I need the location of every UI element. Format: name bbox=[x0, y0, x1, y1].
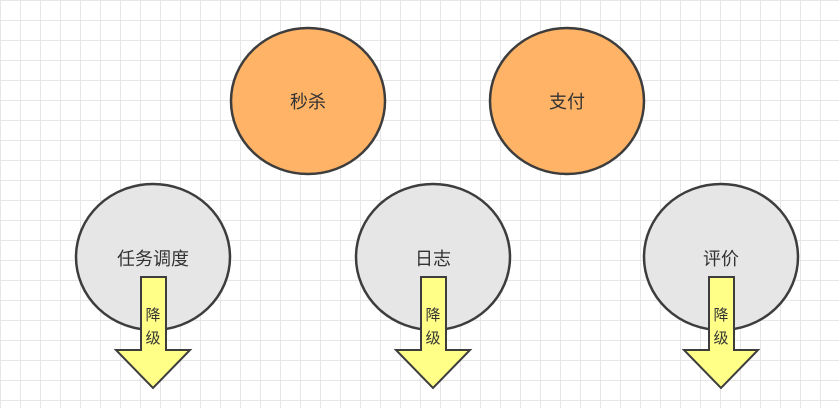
down-arrow-icon bbox=[113, 276, 193, 390]
node-payment-shape bbox=[488, 26, 646, 176]
node-review-label: 评价 bbox=[703, 249, 739, 270]
down-arrow-icon bbox=[393, 276, 473, 390]
node-seckill[interactable]: 秒杀 bbox=[229, 26, 387, 176]
node-seckill-label: 秒杀 bbox=[290, 92, 326, 113]
degrade-arrow-log[interactable]: 降 级 bbox=[393, 276, 473, 390]
degrade-arrow-review[interactable]: 降 级 bbox=[681, 276, 761, 390]
degrade-label-char-2: 级 bbox=[713, 329, 728, 347]
node-payment[interactable]: 支付 bbox=[488, 26, 646, 176]
degrade-label-char-1: 降 bbox=[145, 306, 160, 324]
degrade-label-char-1: 降 bbox=[713, 306, 728, 324]
node-payment-label: 支付 bbox=[549, 92, 585, 113]
node-seckill-shape bbox=[229, 26, 387, 176]
degrade-label-char-2: 级 bbox=[425, 329, 440, 347]
down-arrow-icon bbox=[681, 276, 761, 390]
degrade-label-char-1: 降 bbox=[425, 306, 440, 324]
degrade-arrow-task-scheduling[interactable]: 降 级 bbox=[113, 276, 193, 390]
degrade-label-char-2: 级 bbox=[145, 329, 160, 347]
node-log-label: 日志 bbox=[415, 249, 451, 270]
node-task-scheduling-label: 任务调度 bbox=[117, 249, 189, 270]
